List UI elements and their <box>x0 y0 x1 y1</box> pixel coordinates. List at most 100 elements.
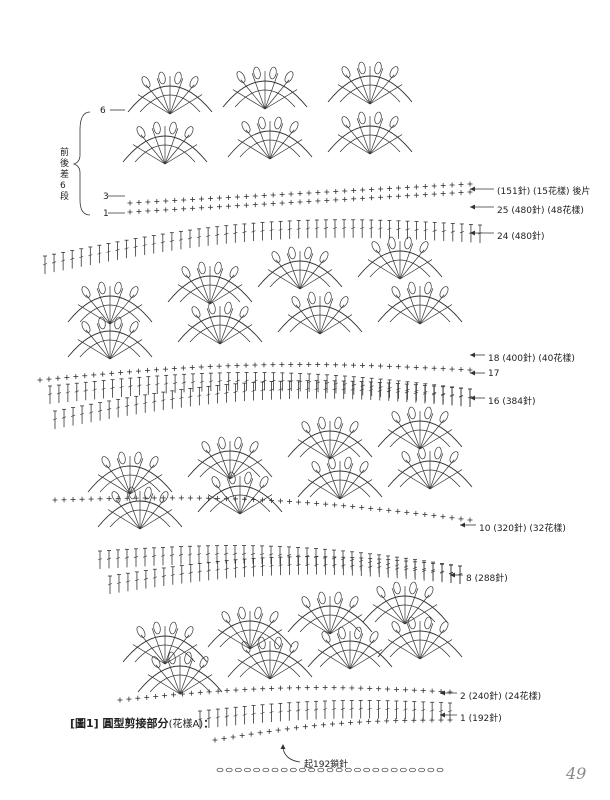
stitch-dc-symbol <box>413 391 418 394</box>
stitch-dc-symbol <box>438 709 444 712</box>
fan-stitch-line <box>387 429 421 450</box>
fan-stitch-line <box>237 139 271 160</box>
fan-stitch-line <box>107 509 141 530</box>
fan-stitch-line <box>166 658 181 695</box>
stitch-dc-symbol <box>242 713 247 716</box>
fan-stitch-line <box>404 604 438 625</box>
popcorn-stitch-symbol <box>198 261 206 275</box>
popcorn-stitch-symbol <box>341 116 351 128</box>
stitch-dc-symbol <box>432 229 437 232</box>
fan-stitch-line <box>307 479 341 500</box>
stitch-dc-symbol <box>52 418 58 421</box>
stitch-dc-symbol <box>260 565 265 568</box>
stitch-chain-symbol <box>344 767 352 773</box>
fan-stitch-line <box>256 123 271 160</box>
fan-stitch-line <box>319 304 345 335</box>
popcorn-stitch-symbol <box>258 636 266 650</box>
stitch-dc-symbol <box>251 230 256 233</box>
fan-stitch-line <box>305 429 331 460</box>
popcorn-stitch-symbol <box>111 491 121 503</box>
left-row-label-6: 6 <box>100 106 106 116</box>
stitch-dc-symbol <box>242 390 247 393</box>
stitch-dc-symbol <box>341 388 346 391</box>
fan-stitch-line <box>205 449 231 480</box>
stitch-dc-symbol <box>359 388 364 391</box>
popcorn-stitch-symbol <box>238 606 246 620</box>
stitch-dc-symbol <box>430 709 435 712</box>
popcorn-stitch-symbol <box>409 581 417 595</box>
stitch-dc-symbol <box>142 555 148 558</box>
stitch-dc-symbol <box>278 388 283 391</box>
fan-stitch-line <box>369 134 403 155</box>
stitch-dc-symbol <box>197 718 203 721</box>
stitch-chain-symbol <box>262 767 270 773</box>
stitch-dc-symbol <box>233 391 238 394</box>
fan-stitch-line <box>139 493 154 530</box>
popcorn-stitch-symbol <box>284 71 294 83</box>
popcorn-stitch-symbol <box>168 651 176 665</box>
stitch-dc-symbol <box>142 244 147 247</box>
popcorn-stitch-symbol <box>418 446 426 460</box>
stitch-dc-symbol <box>251 565 256 568</box>
stitch-dc-symbol <box>187 553 193 556</box>
stitch-dc-symbol <box>395 390 400 393</box>
popcorn-stitch-symbol <box>189 76 199 88</box>
stitch-dc-symbol <box>269 711 274 714</box>
row-arrow-head <box>470 204 475 210</box>
stitch-dc-symbol <box>360 227 365 230</box>
fan-stitch-line <box>399 243 414 280</box>
fan-stitch-line <box>299 253 314 290</box>
fan-stitch-line <box>369 124 395 155</box>
fan-stitch-line <box>339 479 373 500</box>
fan-stitch-line <box>269 139 303 160</box>
stitch-dc-symbol <box>235 379 240 382</box>
stitch-dc-symbol <box>423 229 428 232</box>
fan-stitch-line <box>275 259 301 290</box>
fan-stitch-line <box>251 73 266 110</box>
popcorn-stitch-symbol <box>129 286 139 298</box>
fan-stitch-line <box>345 124 371 155</box>
stitch-dc-symbol <box>124 556 130 559</box>
stitch-dc-symbol <box>387 227 392 230</box>
popcorn-stitch-symbol <box>419 241 429 253</box>
popcorn-stitch-symbol <box>271 251 281 263</box>
fan-stitch-line <box>375 249 401 280</box>
popcorn-stitch-symbol <box>391 286 401 298</box>
fan-stitch-line <box>386 243 401 280</box>
popcorn-stitch-symbol <box>81 286 91 298</box>
fan-stitch-line <box>395 419 421 450</box>
fan-stitch-line <box>329 604 355 635</box>
popcorn-stitch-symbol <box>311 461 321 473</box>
stitch-chain-symbol <box>271 767 279 773</box>
stitch-dc-symbol <box>42 263 48 266</box>
stitch-dc-symbol <box>286 554 292 557</box>
fan-stitch-line <box>164 634 190 665</box>
fan-stitch-line <box>187 324 221 345</box>
stitch-dc-symbol <box>179 572 184 575</box>
stitch-chain-symbol <box>234 767 242 773</box>
stitch-dc-symbol <box>199 380 205 383</box>
stitch-chain-symbol <box>317 767 325 773</box>
popcorn-stitch-symbol <box>234 436 242 450</box>
fan-stitch-line <box>419 639 453 660</box>
fan-stitch-line <box>319 298 334 335</box>
popcorn-stitch-symbol <box>153 121 161 135</box>
stitch-chain-symbol <box>244 767 251 773</box>
popcorn-stitch-symbol <box>221 611 231 623</box>
fan-stitch-line <box>195 314 221 345</box>
popcorn-stitch-symbol <box>229 266 239 278</box>
popcorn-stitch-symbol <box>144 486 152 500</box>
popcorn-stitch-symbol <box>236 71 246 83</box>
popcorn-stitch-symbol <box>241 121 251 133</box>
stitch-dc-symbol <box>56 392 62 395</box>
stitch-dc-symbol <box>197 394 202 397</box>
stitch-dc-symbol <box>133 556 139 559</box>
popcorn-stitch-symbol <box>289 641 299 653</box>
fan-stitch-line <box>96 323 111 360</box>
page-number: 49 <box>566 764 587 783</box>
fan-stitch-line <box>264 89 298 110</box>
popcorn-stitch-symbol <box>149 456 159 468</box>
popcorn-stitch-symbol <box>391 621 401 633</box>
stitch-chain-symbol <box>363 767 371 773</box>
fan-stitch-line <box>325 639 351 670</box>
